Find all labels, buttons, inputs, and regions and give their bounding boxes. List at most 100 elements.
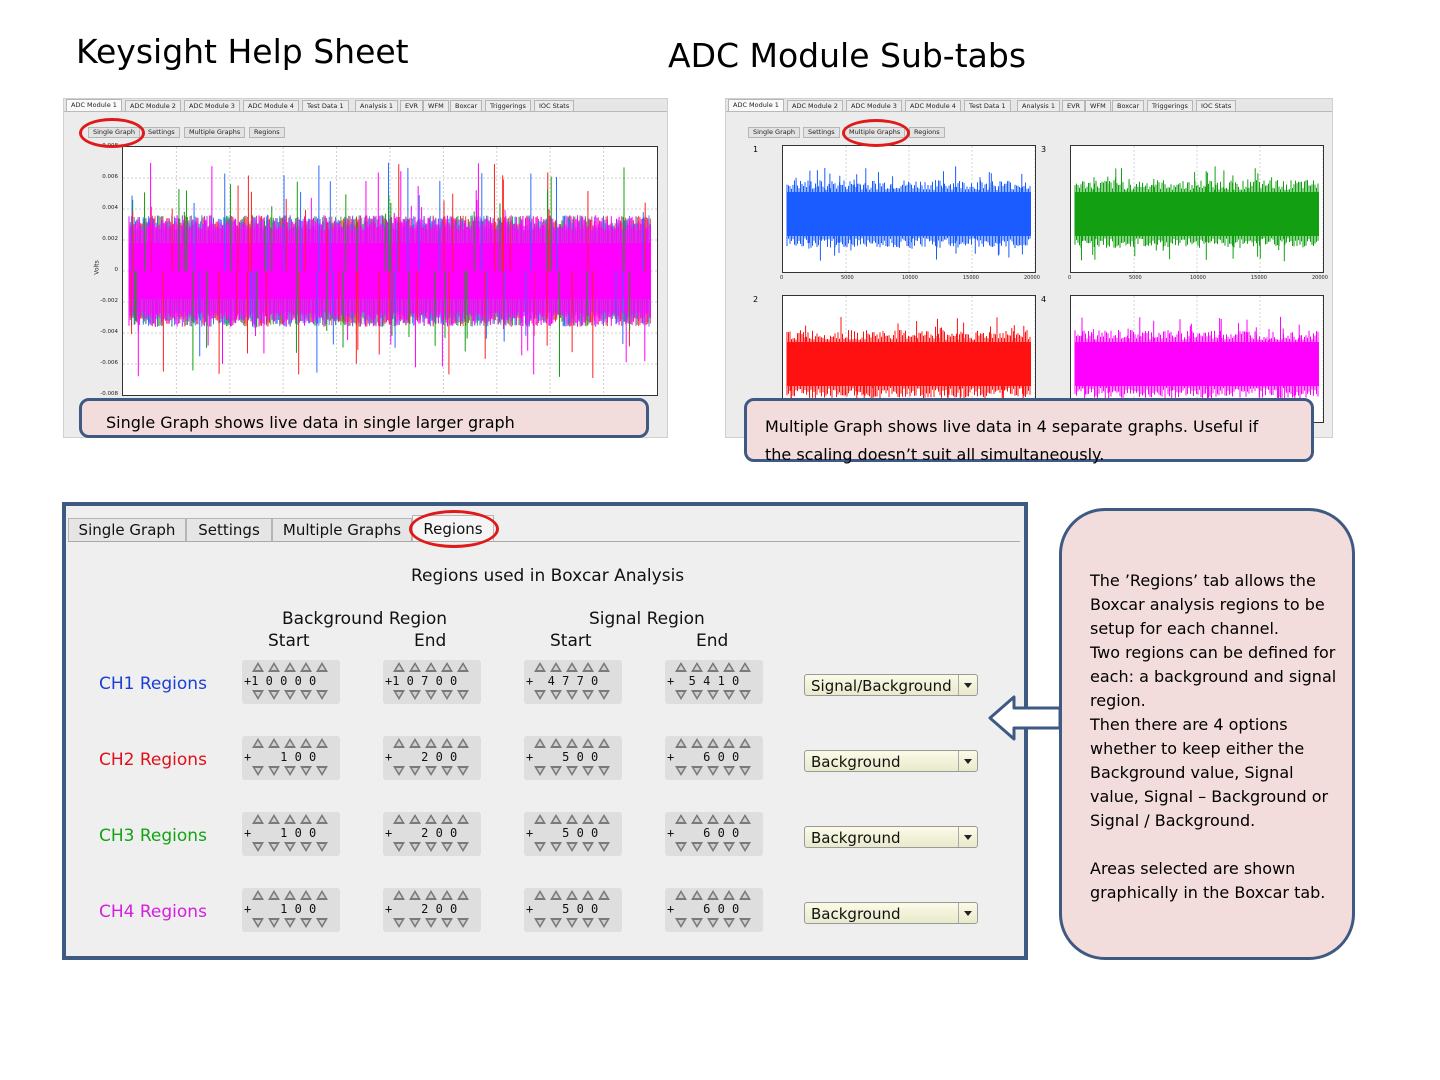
triangle-down-icon[interactable] (675, 766, 687, 776)
triangle-up-icon[interactable] (550, 890, 562, 900)
triangle-down-icon[interactable] (441, 690, 453, 700)
triangle-up-icon[interactable] (582, 814, 594, 824)
triangle-up-icon[interactable] (268, 662, 280, 672)
triangle-up-icon[interactable] (457, 814, 469, 824)
triangle-down-icon[interactable] (550, 918, 562, 928)
triangle-up-icon[interactable] (284, 814, 296, 824)
triangle-down-icon[interactable] (691, 842, 703, 852)
triangle-up-icon[interactable] (691, 738, 703, 748)
triangle-up-icon[interactable] (691, 814, 703, 824)
triangle-up-icon[interactable] (393, 738, 405, 748)
triangle-down-icon[interactable] (739, 918, 751, 928)
triangle-down-icon[interactable] (252, 690, 264, 700)
triangle-up-icon[interactable] (739, 814, 751, 824)
module-tab[interactable]: ADC Module 4 (243, 100, 299, 111)
triangle-down-icon[interactable] (316, 766, 328, 776)
triangle-down-icon[interactable] (252, 918, 264, 928)
triangle-up-icon[interactable] (675, 662, 687, 672)
region-spinbox[interactable]: + 2 0 0 (383, 812, 481, 856)
triangle-up-icon[interactable] (534, 662, 546, 672)
triangle-up-icon[interactable] (707, 890, 719, 900)
triangle-down-icon[interactable] (409, 690, 421, 700)
triangle-up-icon[interactable] (441, 738, 453, 748)
triangle-up-icon[interactable] (316, 814, 328, 824)
triangle-up-icon[interactable] (582, 662, 594, 672)
triangle-up-icon[interactable] (284, 738, 296, 748)
triangle-up-icon[interactable] (534, 814, 546, 824)
region-spinbox[interactable]: + 5 0 0 (524, 888, 622, 932)
triangle-down-icon[interactable] (316, 690, 328, 700)
triangle-up-icon[interactable] (598, 662, 610, 672)
module-tab[interactable]: Boxcar (1112, 100, 1145, 111)
triangle-up-icon[interactable] (425, 738, 437, 748)
module-tab[interactable]: IOC Stats (1196, 100, 1237, 111)
triangle-up-icon[interactable] (425, 662, 437, 672)
triangle-up-icon[interactable] (284, 890, 296, 900)
module-tab[interactable]: Analysis 1 (1017, 100, 1060, 111)
region-spinbox[interactable]: + 6 0 0 (665, 736, 763, 780)
triangle-down-icon[interactable] (534, 766, 546, 776)
triangle-down-icon[interactable] (739, 842, 751, 852)
triangle-up-icon[interactable] (252, 738, 264, 748)
triangle-down-icon[interactable] (582, 918, 594, 928)
tab-multiple-graphs[interactable]: Multiple Graphs (272, 518, 412, 541)
module-tab[interactable]: Boxcar (450, 100, 483, 111)
triangle-up-icon[interactable] (566, 890, 578, 900)
triangle-up-icon[interactable] (566, 814, 578, 824)
triangle-up-icon[interactable] (691, 890, 703, 900)
triangle-up-icon[interactable] (252, 890, 264, 900)
triangle-down-icon[interactable] (566, 842, 578, 852)
triangle-down-icon[interactable] (457, 690, 469, 700)
triangle-up-icon[interactable] (457, 662, 469, 672)
triangle-down-icon[interactable] (534, 842, 546, 852)
subtab[interactable]: Regions (909, 127, 945, 138)
triangle-up-icon[interactable] (707, 738, 719, 748)
triangle-down-icon[interactable] (441, 766, 453, 776)
triangle-down-icon[interactable] (739, 690, 751, 700)
triangle-down-icon[interactable] (582, 766, 594, 776)
triangle-up-icon[interactable] (598, 738, 610, 748)
triangle-down-icon[interactable] (393, 766, 405, 776)
triangle-up-icon[interactable] (393, 662, 405, 672)
triangle-down-icon[interactable] (252, 766, 264, 776)
region-spinbox[interactable]: + 1 0 0 (242, 812, 340, 856)
triangle-down-icon[interactable] (393, 690, 405, 700)
region-spinbox[interactable]: + 5 4 1 0 (665, 660, 763, 704)
triangle-down-icon[interactable] (723, 842, 735, 852)
region-spinbox[interactable]: + 6 0 0 (665, 888, 763, 932)
triangle-up-icon[interactable] (268, 738, 280, 748)
module-tab[interactable]: EVR (400, 100, 424, 111)
triangle-down-icon[interactable] (550, 690, 562, 700)
triangle-up-icon[interactable] (268, 890, 280, 900)
triangle-down-icon[interactable] (316, 918, 328, 928)
triangle-up-icon[interactable] (409, 662, 421, 672)
region-spinbox[interactable]: + 5 0 0 (524, 736, 622, 780)
tab-single-graph[interactable]: Single Graph (68, 518, 186, 541)
region-spinbox[interactable]: + 6 0 0 (665, 812, 763, 856)
triangle-up-icon[interactable] (300, 738, 312, 748)
triangle-up-icon[interactable] (534, 738, 546, 748)
triangle-down-icon[interactable] (300, 918, 312, 928)
triangle-down-icon[interactable] (284, 918, 296, 928)
region-spinbox[interactable]: +1 0 0 0 0 (242, 660, 340, 704)
triangle-down-icon[interactable] (425, 690, 437, 700)
triangle-down-icon[interactable] (252, 842, 264, 852)
triangle-down-icon[interactable] (409, 766, 421, 776)
module-tab[interactable]: Test Data 1 (964, 100, 1011, 111)
triangle-down-icon[interactable] (691, 690, 703, 700)
chevron-down-icon[interactable] (958, 903, 977, 923)
triangle-up-icon[interactable] (441, 662, 453, 672)
triangle-up-icon[interactable] (534, 890, 546, 900)
triangle-up-icon[interactable] (691, 662, 703, 672)
triangle-up-icon[interactable] (441, 890, 453, 900)
triangle-down-icon[interactable] (393, 842, 405, 852)
triangle-down-icon[interactable] (284, 690, 296, 700)
triangle-down-icon[interactable] (598, 842, 610, 852)
subtab[interactable]: Single Graph (748, 127, 800, 138)
triangle-down-icon[interactable] (284, 766, 296, 776)
triangle-up-icon[interactable] (739, 662, 751, 672)
module-tab[interactable]: ADC Module 3 (846, 100, 902, 111)
triangle-down-icon[interactable] (409, 918, 421, 928)
triangle-up-icon[interactable] (566, 662, 578, 672)
triangle-up-icon[interactable] (409, 890, 421, 900)
